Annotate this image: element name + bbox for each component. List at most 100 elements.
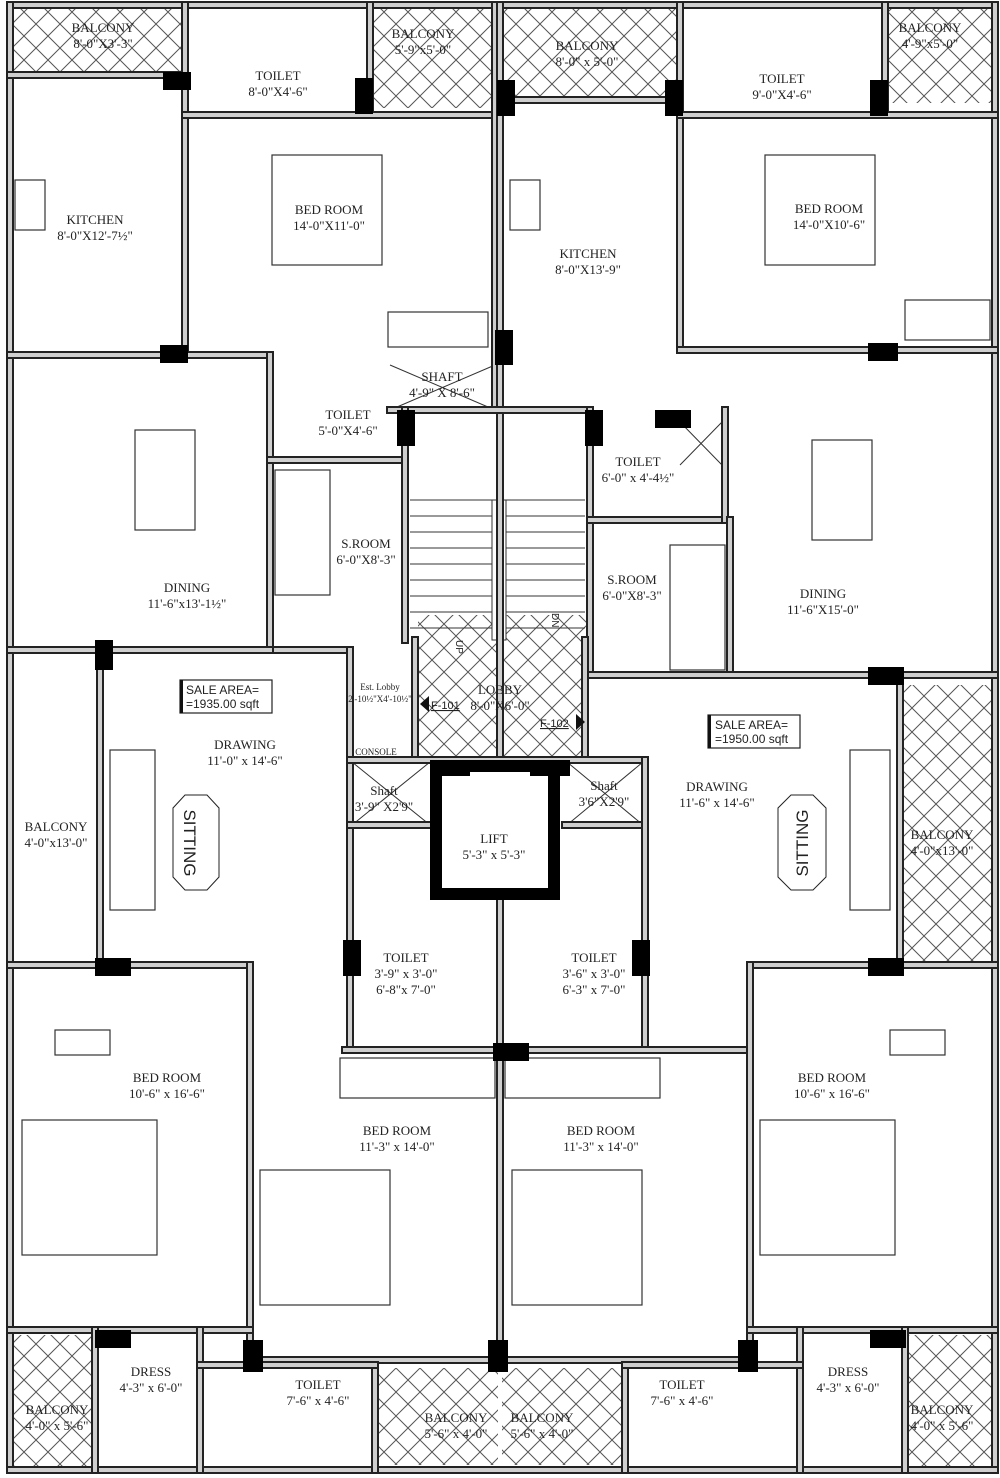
stair-up-label: UP [453,640,464,654]
room-dimensions: 4'-0"x13'-0" [911,843,974,858]
shaft-cross [679,421,723,466]
shaft-cross [351,761,431,826]
hatched-floor [888,8,994,103]
room-dimensions: 3'-9" X2'9" [355,799,413,814]
room-dimensions: 4'-3" x 6'-0" [120,1380,183,1395]
structural-column [430,760,470,776]
room-name: S.ROOM [341,536,391,551]
structural-column [655,410,691,428]
structural-column [243,1340,263,1372]
structural-column [95,958,131,976]
room-name: TOILET [659,1377,704,1392]
room-name: DRESS [828,1364,868,1379]
sitting-label: SITTING [180,809,199,876]
room-dimensions-secondary: 6'-8"x 7'-0" [376,982,436,997]
sale-area-left-box: SALE AREA= =1935.00 sqft [179,679,273,714]
room-name: KITCHEN [66,212,124,227]
structural-column [160,345,188,363]
room-dimensions: 6'-0"X8'-3" [336,552,395,567]
structural-column [632,940,650,976]
room-dimensions: 6'-0" x 4'-4½" [602,470,675,485]
sale-area-label: SALE AREA= [186,683,259,697]
room-dimensions: 6'-0"X8'-3" [602,588,661,603]
room-name: BED ROOM [363,1123,432,1138]
flat-entry-arrow-icon [576,714,585,730]
room-dimensions: 8'-0"X6'-0" [470,698,529,713]
room-labels: BALCONY8'-0"X3'-3"TOILET8'-0"X4'-6"BALCO… [25,20,975,1441]
room-name: DRAWING [686,779,748,794]
dining-table [134,429,196,531]
lift-shaft [430,760,560,900]
structural-column [738,1340,758,1372]
structural-column [497,80,515,116]
room-name: DINING [164,580,210,595]
structural-column [493,1043,529,1061]
room-dimensions: 11'-3" x 14'-0" [359,1139,434,1154]
table [889,1029,946,1056]
cooktop [509,179,541,231]
room-dimensions: 11'-6"x13'-1½" [148,596,227,611]
room-name: LOBBY [478,682,523,697]
room-name: BALCONY [556,38,619,53]
sofa [849,749,891,911]
sitting-table-left: SITTING [172,794,220,891]
room-dimensions: 5'-6" x 4'-0" [511,1426,574,1441]
room-dimensions: 11'-0" x 14'-6" [207,753,282,768]
structural-column [870,1330,906,1348]
room-dimensions: 8'-0"X3'-3" [73,36,132,51]
room-dimensions: 11'-3" x 14'-0" [563,1139,638,1154]
room-dimensions: 3'6"X2'9" [579,794,630,809]
structural-column [495,330,513,365]
hatched-floor [12,8,184,73]
structural-column [488,1340,508,1372]
bed [21,1119,158,1256]
sale-area-value: =1935.00 sqft [186,697,260,711]
shaft-cross [566,761,644,826]
console-label: CONSOLE [355,747,397,757]
room-name: TOILET [571,950,616,965]
bed [759,1119,896,1256]
cooktop [14,179,46,231]
room-name: BED ROOM [295,202,364,217]
room-dimensions: 2'-10½"X4'-10½" [348,694,412,704]
sitting-table-right: SITTING [777,794,827,891]
flat-number-left: F-101 [431,700,460,712]
room-dimensions: 5'-3" x 5'-3" [463,847,526,862]
structural-column [95,1330,131,1348]
sale-area-right-box: SALE AREA= =1950.00 sqft [707,714,801,749]
bed [511,1169,643,1306]
structural-column [868,343,898,361]
room-dimensions: 4'-0" x 5'-6" [911,1418,974,1433]
wardrobe [274,469,331,596]
room-name: BALCONY [911,1402,974,1417]
wardrobe [339,1057,496,1099]
room-dimensions: 4'-0"x13'-0" [25,835,88,850]
stair-down-label: DN [549,613,560,627]
structural-column [163,72,191,90]
hatched-floor [12,1335,94,1467]
structural-column [95,640,113,670]
